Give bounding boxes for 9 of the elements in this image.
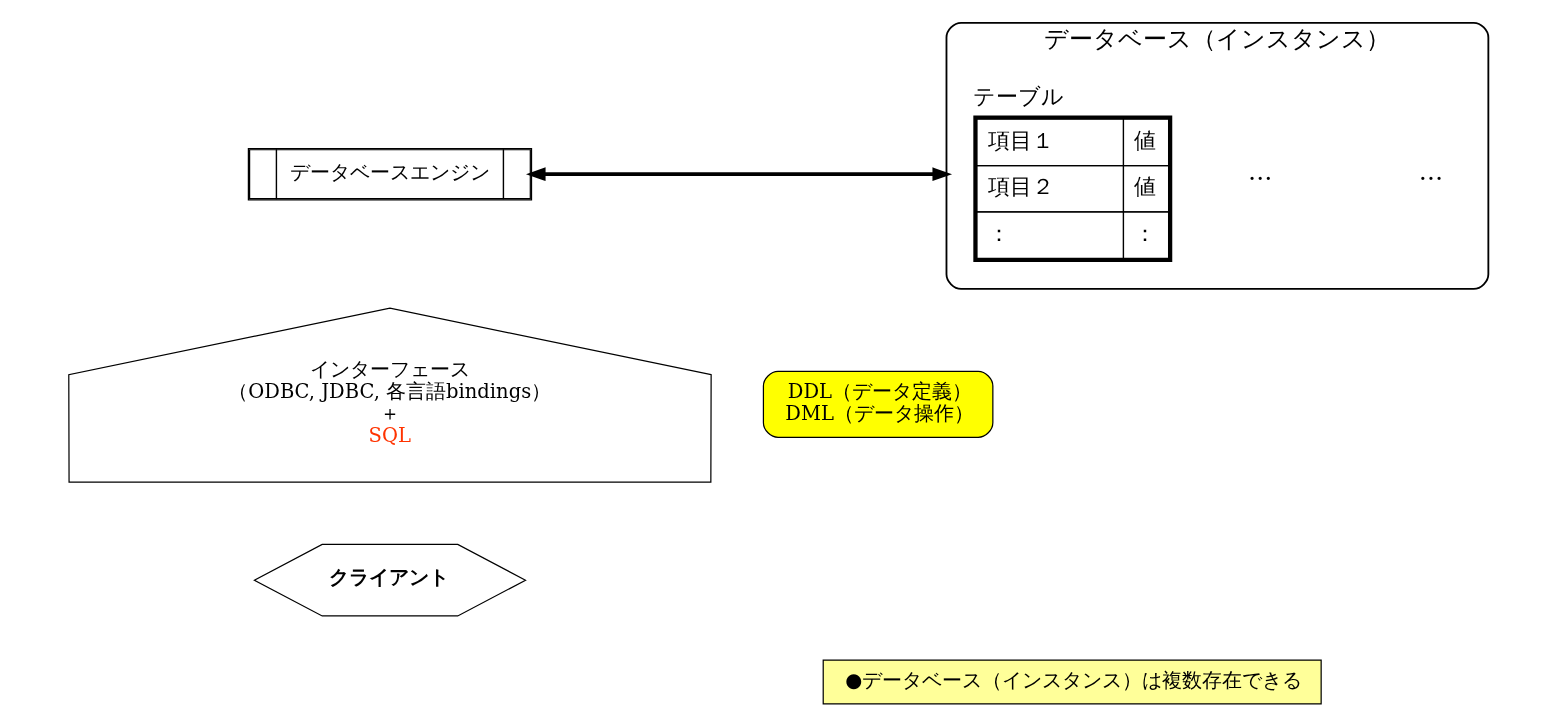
label: … [1247, 157, 1272, 187]
label: 項目１ [987, 127, 1054, 153]
label: テーブル [972, 83, 1064, 109]
label: ： [987, 220, 1010, 246]
label: 値 [1133, 174, 1156, 200]
label: … [1418, 157, 1443, 187]
label: 値 [1133, 127, 1156, 153]
label: ： [1133, 220, 1156, 246]
label: 項目２ [987, 174, 1054, 200]
